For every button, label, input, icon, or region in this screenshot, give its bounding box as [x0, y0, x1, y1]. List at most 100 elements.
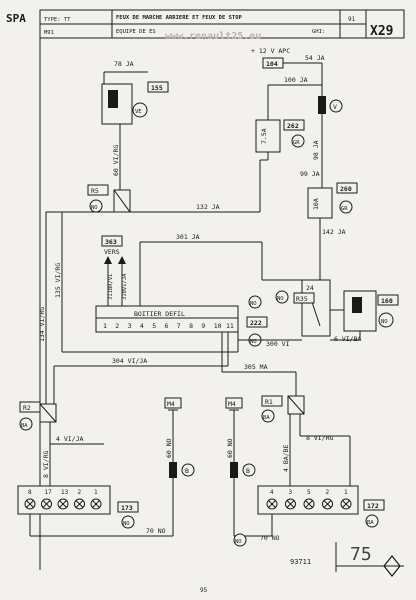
- pin-label: 3: [128, 322, 132, 330]
- lamp-pin-label: 8: [28, 489, 32, 496]
- svg-text:304 VI/JA: 304 VI/JA: [112, 357, 147, 365]
- svg-text:VE: VE: [135, 109, 142, 115]
- svg-text:134 VI/RG: 134 VI/RG: [38, 307, 46, 342]
- bulb-cross: [305, 500, 313, 508]
- corner-label: SPA: [6, 12, 26, 25]
- lamp-pin-label: 4: [270, 489, 274, 496]
- lamp-pin-label: 17: [45, 489, 53, 496]
- svg-text:300 VI: 300 VI: [266, 340, 290, 348]
- svg-text:NO: NO: [123, 521, 130, 527]
- svg-text:VERS: VERS: [104, 248, 120, 256]
- svg-text:104: 104: [266, 60, 278, 68]
- svg-text:70 NO: 70 NO: [146, 527, 166, 535]
- svg-text:173: 173: [121, 504, 133, 512]
- svg-text:4 BA/BE: 4 BA/BE: [282, 445, 290, 472]
- svg-text:172: 172: [367, 502, 379, 510]
- svg-text:60 NO: 60 NO: [226, 438, 234, 458]
- ghi-label: GHI:: [312, 29, 325, 35]
- pin-label: 11: [226, 322, 234, 330]
- svg-text:60 NO: 60 NO: [165, 438, 173, 458]
- svg-text:10A: 10A: [312, 198, 320, 210]
- svg-text:NO: NO: [250, 301, 257, 307]
- svg-text:24: 24: [306, 284, 314, 292]
- ref-number: 93711: [290, 558, 311, 566]
- svg-text:8 VI/RG: 8 VI/RG: [306, 434, 333, 442]
- bulb-cross: [42, 500, 51, 508]
- svg-text:70 NO: 70 NO: [260, 534, 280, 542]
- lamp-pin-label: 13: [61, 489, 69, 496]
- svg-text:4 VI/JA: 4 VI/JA: [56, 435, 83, 443]
- svg-text:NO: NO: [277, 296, 284, 302]
- footer-page: 95: [200, 587, 208, 594]
- lamp-pin-label: 2: [78, 489, 82, 496]
- svg-text:78 JA: 78 JA: [114, 60, 134, 68]
- bulb-cross: [92, 500, 100, 508]
- svg-text:7.5A: 7.5A: [260, 128, 268, 144]
- svg-text:8 VI/RG: 8 VI/RG: [42, 451, 50, 478]
- pin-label: 7: [177, 322, 181, 330]
- pin-label: 2: [115, 322, 119, 330]
- svg-text:100 JA: 100 JA: [284, 76, 308, 84]
- boitier-defil: [95, 305, 239, 333]
- watermark: www.renault25.eu: [165, 31, 261, 42]
- svg-text:305 MA: 305 MA: [244, 363, 268, 371]
- svg-text:135 VI/RG: 135 VI/RG: [54, 263, 62, 298]
- page-number: 91: [348, 16, 356, 23]
- svg-text:222: 222: [250, 319, 262, 327]
- svg-text:260: 260: [340, 185, 352, 193]
- svg-text:NO: NO: [235, 539, 242, 545]
- svg-text:60 VI/RG: 60 VI/RG: [112, 145, 120, 176]
- svg-text:M4: M4: [228, 400, 236, 408]
- svg-text:363: 363: [105, 238, 117, 246]
- lamp-pin-label: 5: [307, 489, 311, 496]
- relay-24: [301, 279, 331, 337]
- lamp-pin-label: 1: [344, 489, 348, 496]
- bulb-cross: [75, 500, 84, 508]
- bulb-cross: [59, 500, 67, 508]
- bulb-cross: [286, 500, 295, 508]
- svg-text:262: 262: [287, 122, 299, 130]
- svg-text:160: 160: [381, 297, 393, 305]
- svg-text:311BR/VI: 311BR/VI: [108, 274, 114, 301]
- pin-label: 9: [201, 322, 205, 330]
- svg-text:GR: GR: [341, 206, 348, 212]
- bulb-cross: [26, 500, 34, 508]
- pin-label: 6: [165, 322, 169, 330]
- bulb-cross: [268, 500, 276, 508]
- pin-label: 4: [140, 322, 144, 330]
- title-line2: EQUIPE DE ES: [116, 29, 156, 35]
- supply-label: + 12 V APC: [251, 47, 290, 55]
- svg-text:R2: R2: [23, 404, 31, 412]
- svg-text:54 JA: 54 JA: [305, 54, 325, 62]
- svg-text:R5: R5: [91, 187, 99, 195]
- svg-text:BA: BA: [367, 520, 374, 526]
- fuse-260: [307, 187, 333, 219]
- bulb-cross: [342, 500, 350, 508]
- lamp-pin-label: 1: [94, 489, 98, 496]
- lamp-pin-label: 3: [289, 489, 293, 496]
- svg-text:BOITIER DEFIL: BOITIER DEFIL: [134, 310, 185, 318]
- pin-label: 5: [152, 322, 156, 330]
- svg-text:BA: BA: [263, 415, 270, 421]
- svg-text:R1: R1: [265, 398, 273, 406]
- renault-logo-icon: [383, 555, 401, 577]
- page-75: 75: [350, 544, 372, 565]
- code-label: X29: [370, 24, 393, 39]
- svg-text:GR: GR: [293, 140, 300, 146]
- svg-text:NO: NO: [250, 339, 257, 345]
- svg-text:301 JA: 301 JA: [176, 233, 200, 241]
- svg-text:310VI/JA: 310VI/JA: [122, 273, 128, 300]
- title-line1: FEUX DE MARCHE ARRIERE ET FEUX DE STOP: [116, 15, 243, 21]
- svg-text:M4: M4: [167, 400, 175, 408]
- connector-v: [318, 96, 326, 114]
- pin-label: 1: [103, 322, 107, 330]
- svg-text:155: 155: [151, 84, 163, 92]
- svg-text:98 JA: 98 JA: [312, 140, 320, 160]
- svg-text:142 JA: 142 JA: [322, 228, 346, 236]
- svg-text:B: B: [246, 467, 250, 475]
- svg-text:V: V: [333, 103, 337, 111]
- svg-text:BA: BA: [21, 423, 28, 429]
